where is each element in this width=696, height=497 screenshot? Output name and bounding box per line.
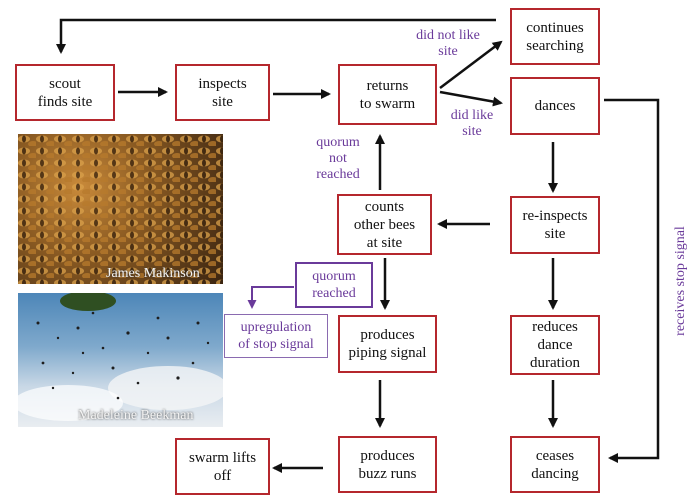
label-quorum-not-reached: quorum not reached (316, 135, 360, 182)
arrow-dances-to-ceases (604, 98, 660, 463)
node-swarm-lifts-off: swarm lifts off (175, 438, 270, 495)
arrow-returns-to-continues (439, 40, 503, 89)
node-ceases-dancing: ceases dancing (510, 436, 600, 493)
node-returns-to-swarm: returns to swarm (338, 64, 437, 125)
label-upregulation-of-stop-signal: upregulation of stop signal (224, 314, 328, 358)
node-continues-searching: continues searching (510, 8, 600, 65)
arrow-continues-to-scout (56, 18, 496, 54)
bee-texture (18, 134, 223, 284)
photo-credit-top: James Makinson (106, 266, 200, 281)
node-scout-finds-site: scout finds site (15, 64, 115, 121)
label-did-like-site: did like site (450, 108, 494, 139)
label-quorum-reached: quorum reached (295, 262, 373, 308)
photo-credit-bottom: Madeleine Beekman (78, 408, 194, 423)
swarm-sky-photo: Madeleine Beekman (18, 293, 223, 427)
swarm-dots (18, 293, 223, 421)
arrow-returns-to-dances (439, 90, 503, 107)
node-reduces-dance-duration: reduces dance duration (510, 315, 600, 375)
node-counts-other-bees: counts other bees at site (337, 194, 432, 255)
node-produces-buzz-runs: produces buzz runs (338, 436, 437, 493)
bee-cluster-photo: James Makinson (18, 134, 223, 284)
node-produces-piping-signal: produces piping signal (338, 315, 437, 373)
node-inspects-site: inspects site (175, 64, 270, 121)
arrow-quorum-to-upregulation (247, 286, 294, 309)
label-receives-stop-signal: receives stop signal (673, 226, 688, 336)
node-re-inspects-site: re-inspects site (510, 196, 600, 254)
node-dances: dances (510, 77, 600, 135)
label-did-not-like-site: did not like site (416, 28, 480, 59)
